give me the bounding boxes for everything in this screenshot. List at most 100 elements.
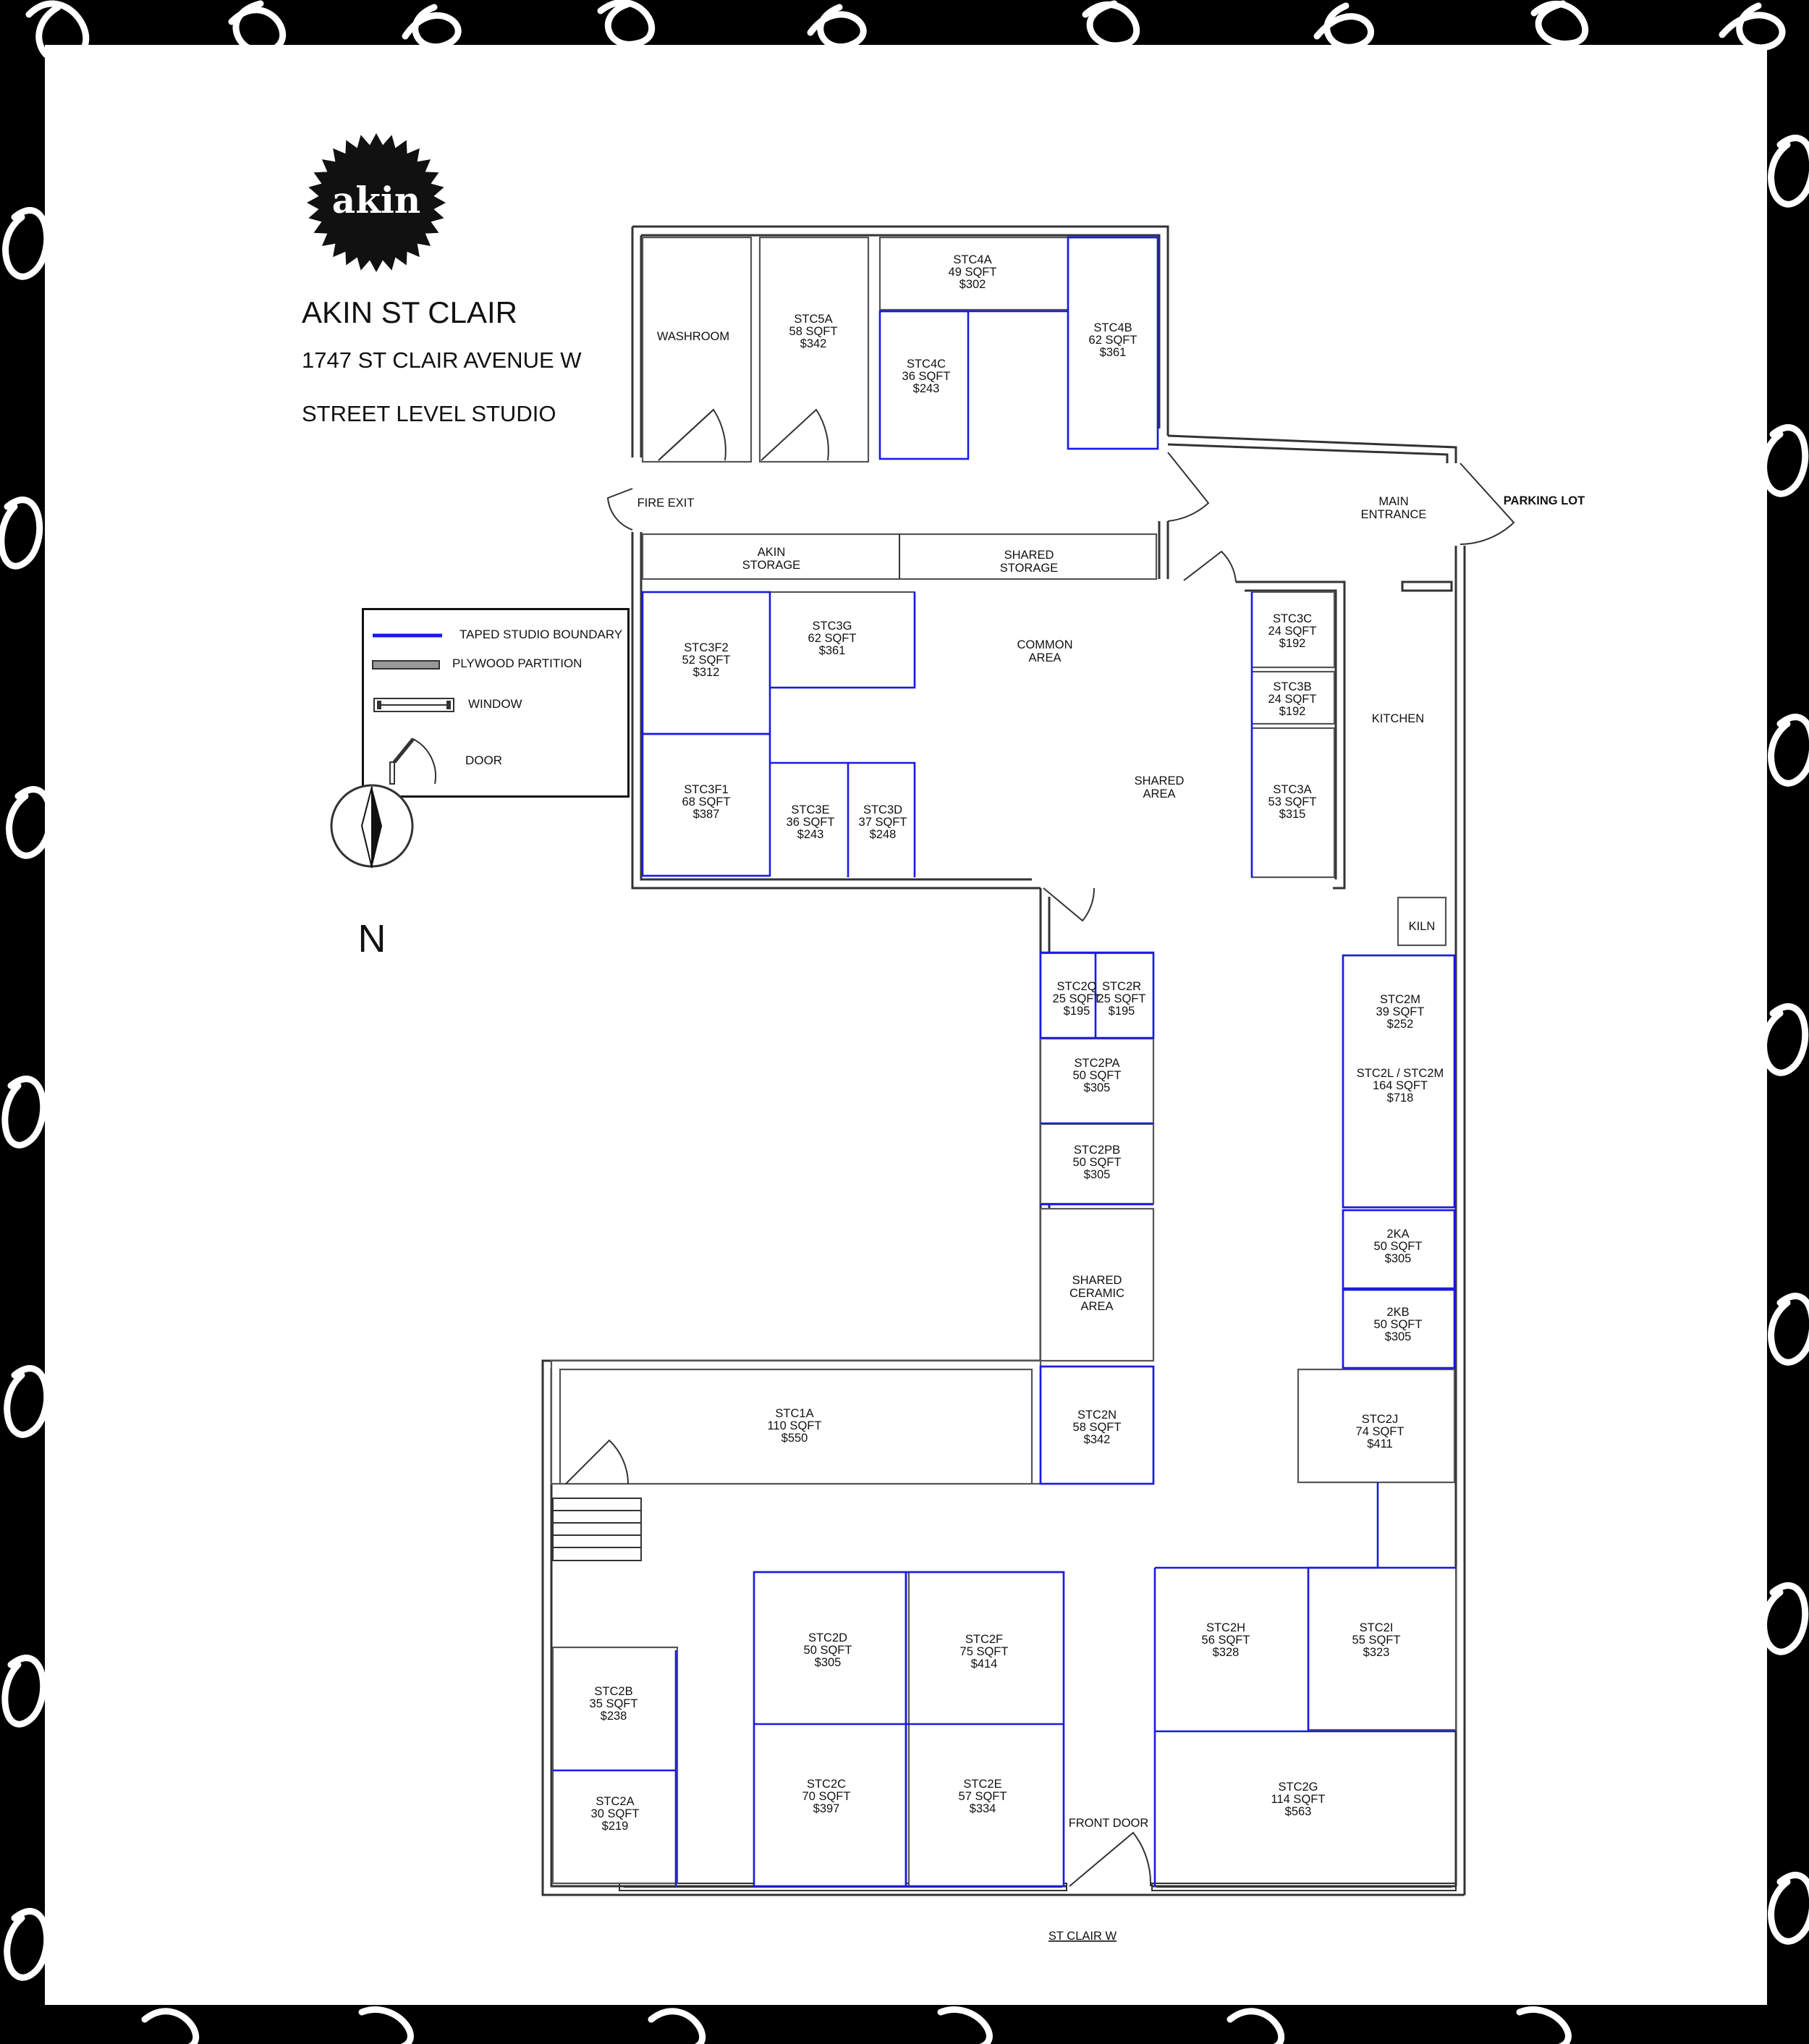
studio-name-label: 2KB: [1386, 1306, 1409, 1319]
studio-name-label: STC2Q: [1056, 980, 1096, 993]
studio-price-label: $248: [870, 828, 897, 841]
studio-price-label: $192: [1279, 637, 1306, 650]
studio-name-label: STC2H: [1206, 1621, 1245, 1634]
shared-ceramic-label-1: SHARED: [1072, 1274, 1122, 1287]
akin-storage-label-2: STORAGE: [742, 559, 800, 572]
studio-name-label: STC2J: [1362, 1413, 1398, 1426]
studio-area-label: 30 SQFT: [591, 1807, 640, 1820]
studio-area-label: 68 SQFT: [682, 795, 731, 808]
compass-label: N: [358, 917, 386, 960]
studio-name-label: STC2G: [1278, 1781, 1318, 1794]
place-labels: WASHROOM FIRE EXIT AKIN STORAGE SHARED S…: [637, 330, 1585, 1943]
legend-item-taped-boundary: TAPED STUDIO BOUNDARY: [364, 620, 627, 649]
north-arrow-icon: N: [330, 784, 414, 960]
main-entrance-door-icon: [1460, 463, 1515, 545]
studio-area-label: 50 SQFT: [1073, 1156, 1122, 1169]
studio-area-label: 36 SQFT: [787, 816, 835, 829]
studio-price-label: $414: [971, 1657, 998, 1671]
studio-name-label: STC2N: [1077, 1409, 1117, 1422]
stc5a-door-icon: [761, 408, 829, 461]
studio-name-label: STC2D: [808, 1631, 847, 1644]
studio-area-label: 53 SQFT: [1268, 795, 1317, 808]
studio-area-label: 74 SQFT: [1356, 1425, 1405, 1438]
studio-price-label: $243: [797, 828, 824, 841]
street-label: ST CLAIR W: [1048, 1930, 1117, 1943]
studio-price-label: $334: [970, 1802, 996, 1815]
studio-price-label: $315: [1279, 808, 1306, 821]
brand-text: akin: [332, 179, 420, 221]
main-entrance-label-2: ENTRANCE: [1361, 508, 1427, 521]
studio-name-label: STC3C: [1273, 612, 1312, 625]
kiln-label: KILN: [1409, 920, 1436, 933]
legend-label: TAPED STUDIO BOUNDARY: [459, 628, 623, 641]
studio-area-label: 114 SQFT: [1271, 1793, 1326, 1806]
studio-price-label: $563: [1285, 1805, 1312, 1818]
studio-price-label: $323: [1363, 1646, 1390, 1659]
legend-label: DOOR: [465, 753, 502, 767]
studio-area-label: 50 SQFT: [1374, 1318, 1423, 1331]
studio-price-label: $342: [800, 337, 827, 350]
studio-area-label: 58 SQFT: [1073, 1421, 1122, 1434]
akin-storage-label-1: AKIN: [758, 546, 786, 559]
legend-label: PLYWOOD PARTITION: [452, 656, 582, 670]
studio-name-label: STC2I: [1360, 1621, 1394, 1634]
window-icon: [373, 698, 454, 712]
door-icon: [389, 738, 436, 785]
studio-name-label: STC2C: [807, 1778, 846, 1791]
common-area-door-icon: [1167, 452, 1210, 522]
address-text: 1747 ST CLAIR AVENUE W: [302, 347, 582, 373]
studio-name-label: STC2L / STC2M: [1357, 1067, 1444, 1080]
studio-name-label: STC2PB: [1074, 1144, 1120, 1157]
studio-price-label: $195: [1064, 1005, 1090, 1018]
shared-ceramic-label-3: AREA: [1081, 1300, 1114, 1313]
exterior-walls: [541, 225, 1466, 1896]
front-door-icon: [1069, 1831, 1152, 1887]
studio-area-label: 50 SQFT: [804, 1644, 852, 1657]
fire-exit-label: FIRE EXIT: [637, 497, 695, 510]
fire-exit-door-icon: [606, 488, 633, 531]
kitchen-label: KITCHEN: [1372, 712, 1424, 725]
floor-plan-sheet: akin AKIN ST CLAIR 1747 ST CLAIR AVENUE …: [45, 45, 1767, 2005]
studio-price-label: $305: [815, 1656, 842, 1669]
taped-boundaries: [553, 236, 1456, 1888]
studio-price-label: $718: [1387, 1091, 1414, 1105]
subtitle-text: STREET LEVEL STUDIO: [302, 401, 556, 426]
studio-area-label: 37 SQFT: [859, 816, 907, 829]
studio-name-label: STC4A: [953, 253, 991, 266]
studio-area-label: 58 SQFT: [789, 325, 838, 338]
studio-area-label: 39 SQFT: [1376, 1005, 1425, 1018]
studio-name-label: STC5A: [794, 313, 832, 326]
studio-price-label: $328: [1213, 1646, 1240, 1659]
kitchen-door-icon: [1183, 550, 1237, 583]
legend: TAPED STUDIO BOUNDARY PLYWOOD PARTITION …: [362, 608, 630, 798]
studio-name-label: STC2F: [965, 1633, 1003, 1646]
floor-plan: .w { fill:none; stroke:#333; stroke-widt…: [541, 225, 1585, 1943]
studio-price-label: $302: [959, 278, 986, 291]
studio-area-label: 75 SQFT: [960, 1645, 1009, 1658]
studio-name-label: STC3D: [863, 803, 902, 816]
studio-area-label: 52 SQFT: [682, 654, 731, 667]
studio-price-label: $219: [602, 1820, 629, 1833]
studio-area-label: 24 SQFT: [1268, 693, 1317, 706]
studio-area-label: 50 SQFT: [1374, 1240, 1423, 1253]
studio-area-label: 62 SQFT: [808, 632, 857, 645]
corridor-door-icon: [1043, 887, 1096, 922]
page-title: AKIN ST CLAIR: [302, 295, 517, 329]
